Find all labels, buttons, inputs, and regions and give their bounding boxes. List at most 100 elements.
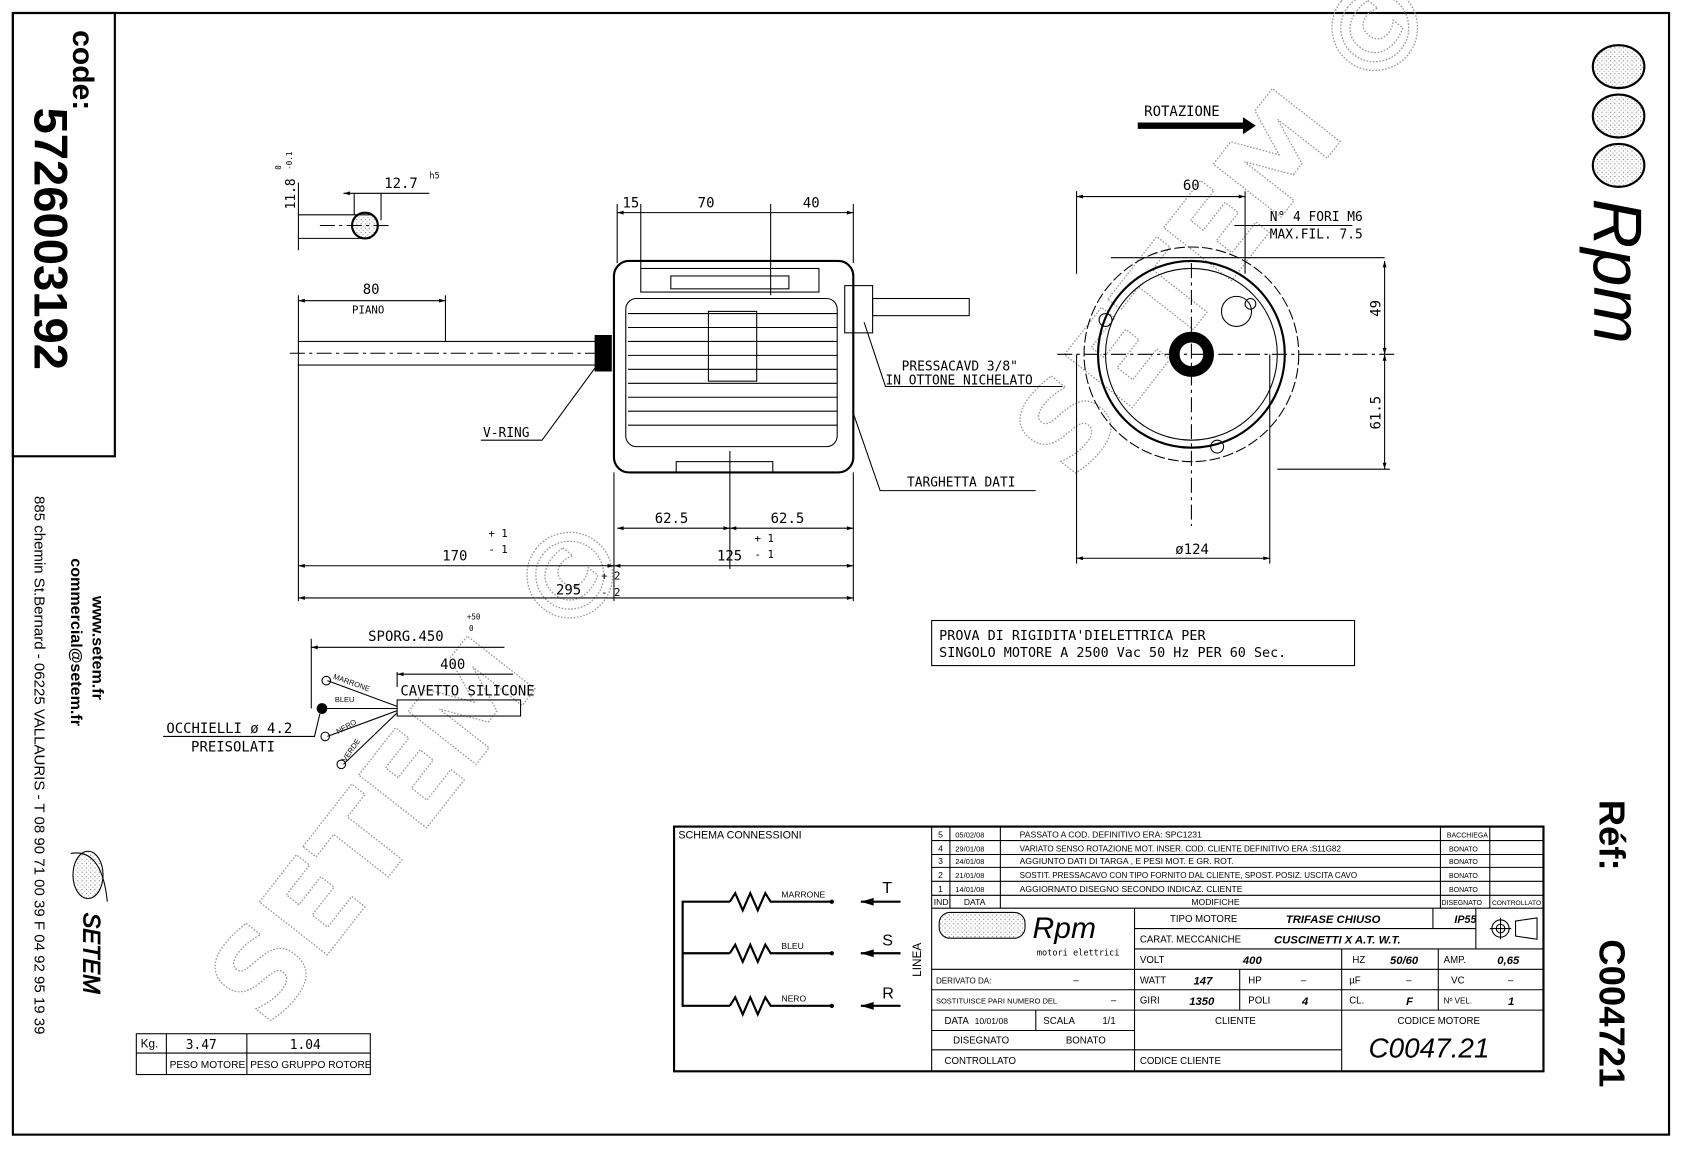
svg-text:ø124: ø124 xyxy=(1175,542,1209,558)
svg-text:1: 1 xyxy=(1508,996,1514,1008)
motor-code: C0047.21 xyxy=(1369,1032,1490,1063)
svg-text:- 1: - 1 xyxy=(755,548,774,561)
drawing-border xyxy=(11,11,1671,1136)
svg-text:SETEM ©: SETEM © xyxy=(182,487,662,1047)
svg-text:12.7: 12.7 xyxy=(384,176,418,192)
code-box: code: 5726003192 xyxy=(11,11,116,458)
svg-text:SCALA: SCALA xyxy=(1043,1016,1075,1027)
svg-text:1350: 1350 xyxy=(1189,996,1215,1008)
reference: Réf: C004721 xyxy=(1591,800,1632,1088)
contact-info: www.setem.fr commercial@setem.fr 885 che… xyxy=(30,496,108,1034)
svg-text:BLEU: BLEU xyxy=(781,941,803,951)
svg-text:CLIENTE: CLIENTE xyxy=(1215,1016,1256,1027)
svg-text:motori elettrici: motori elettrici xyxy=(1037,948,1120,958)
shaft-detail: 12.7 h5 11.8 0 -0.1 xyxy=(274,152,440,251)
website-link[interactable]: www.setem.fr xyxy=(88,595,106,701)
v-ring xyxy=(594,334,612,372)
svg-text:49: 49 xyxy=(1368,300,1384,317)
svg-text:DATA: DATA xyxy=(964,897,986,907)
svg-text:DATA: DATA xyxy=(945,1016,970,1027)
code-number: 5726003192 xyxy=(23,107,76,370)
svg-text:DERIVATO DA:: DERIVATO DA: xyxy=(936,976,991,985)
svg-text:3: 3 xyxy=(938,856,943,866)
rotation-arrow-icon xyxy=(1137,117,1256,135)
svg-text:IND: IND xyxy=(934,897,949,907)
svg-text:N° 4 FORI M6: N° 4 FORI M6 xyxy=(1270,210,1363,225)
svg-text:VARIATO SENSO ROTAZIONE MOT. I: VARIATO SENSO ROTAZIONE MOT. INSER. COD.… xyxy=(1020,844,1342,853)
svg-text:SINGOLO MOTORE A 2500 Vac 50 H: SINGOLO MOTORE A 2500 Vac 50 Hz PER 60 S… xyxy=(939,646,1286,661)
svg-text:Nº VEL.: Nº VEL. xyxy=(1444,997,1472,1006)
svg-text:- 1: - 1 xyxy=(488,543,507,556)
svg-text:NERO: NERO xyxy=(781,994,806,1004)
svg-text:S: S xyxy=(882,932,893,950)
svg-text:MARRONE: MARRONE xyxy=(332,672,371,694)
svg-text:400: 400 xyxy=(1242,955,1263,967)
code-label: code: xyxy=(66,30,99,110)
svg-text:MARRONE: MARRONE xyxy=(781,889,825,899)
svg-text:IN OTTONE NICHELATO: IN OTTONE NICHELATO xyxy=(886,373,1034,388)
svg-text:PROVA DI RIGIDITA'DIELETTRICA: PROVA DI RIGIDITA'DIELETTRICA PER xyxy=(939,629,1206,644)
svg-text:Kg.: Kg. xyxy=(141,1037,159,1051)
svg-text:R: R xyxy=(882,984,894,1002)
svg-text:T: T xyxy=(882,879,892,897)
motor-side-view: 15 70 40 80 PIANO V-RING PRESSACAVD 3/8"… xyxy=(289,195,1063,602)
svg-text:PIANO: PIANO xyxy=(352,304,384,317)
svg-text:40: 40 xyxy=(803,195,820,211)
svg-text:29/01/08: 29/01/08 xyxy=(955,844,984,853)
svg-text:V-RING: V-RING xyxy=(483,426,530,441)
svg-text:4: 4 xyxy=(938,843,943,853)
svg-text:CAVETTO SILICONE: CAVETTO SILICONE xyxy=(400,684,534,700)
svg-text:BONATO: BONATO xyxy=(1449,887,1478,894)
svg-text:CONTROLLATO: CONTROLLATO xyxy=(1492,900,1541,907)
svg-text:+ 1: + 1 xyxy=(488,527,507,540)
svg-text:PREISOLATI: PREISOLATI xyxy=(191,739,275,755)
svg-text:WATT: WATT xyxy=(1140,975,1166,986)
svg-text:CL.: CL. xyxy=(1349,996,1364,1007)
svg-text:0,65: 0,65 xyxy=(1497,955,1520,967)
svg-text:2: 2 xyxy=(938,870,943,880)
svg-text:–: – xyxy=(1301,975,1307,986)
svg-text:+ 1: + 1 xyxy=(755,532,774,545)
svg-text:–: – xyxy=(1073,975,1079,986)
svg-text:VOLT: VOLT xyxy=(1140,955,1165,966)
svg-text:SETEM: SETEM xyxy=(78,912,104,994)
svg-text:IP55: IP55 xyxy=(1454,914,1477,926)
revision-table xyxy=(931,826,1544,909)
svg-text:BONATO: BONATO xyxy=(1449,846,1478,853)
svg-text:CODICE MOTORE: CODICE MOTORE xyxy=(1397,1016,1480,1027)
svg-text:BONATO: BONATO xyxy=(1066,1035,1106,1046)
svg-text:400: 400 xyxy=(440,657,465,673)
ref-label: Réf: xyxy=(1591,800,1632,871)
svg-text:05/02/08: 05/02/08 xyxy=(955,830,984,839)
cable-detail: SPORG.450 +50 0 400 CAVETTO SILICONE MAR… xyxy=(163,612,535,770)
svg-text:TARGHETTA DATI: TARGHETTA DATI xyxy=(907,475,1016,490)
svg-text:+ 2: + 2 xyxy=(601,570,620,583)
rpm-logo: Rpm xyxy=(1579,44,1656,344)
svg-text:1.04: 1.04 xyxy=(290,1038,321,1053)
svg-text:10/01/08: 10/01/08 xyxy=(975,1016,1009,1026)
svg-text:MAX.FIL. 7.5: MAX.FIL. 7.5 xyxy=(1270,227,1363,242)
svg-text:LINEA: LINEA xyxy=(910,943,924,977)
svg-text:60: 60 xyxy=(1183,178,1200,194)
svg-text:3.47: 3.47 xyxy=(186,1038,217,1053)
email-link[interactable]: commercial@setem.fr xyxy=(67,558,85,727)
svg-text:125: 125 xyxy=(717,548,742,564)
svg-text:OCCHIELLI ø 4.2: OCCHIELLI ø 4.2 xyxy=(166,721,292,737)
svg-text:61.5: 61.5 xyxy=(1368,396,1384,430)
svg-text:ROTAZIONE: ROTAZIONE xyxy=(1144,104,1220,120)
connection-schema: SCHEMA CONNESSIONI MARRONE BLEU NERO T S… xyxy=(678,829,924,1018)
svg-text:1: 1 xyxy=(938,884,943,894)
svg-text:+50: +50 xyxy=(467,612,481,621)
svg-text:- 2: - 2 xyxy=(601,586,620,599)
svg-text:24/01/08: 24/01/08 xyxy=(955,857,984,866)
svg-text:F: F xyxy=(1406,996,1414,1008)
svg-text:50/60: 50/60 xyxy=(1390,955,1419,967)
svg-text:VC: VC xyxy=(1451,975,1464,986)
svg-text:–: – xyxy=(1508,975,1514,986)
setem-logo: SETEM xyxy=(70,850,108,995)
svg-text:BONATO: BONATO xyxy=(1449,859,1478,866)
svg-text:POLI: POLI xyxy=(1248,996,1270,1007)
svg-text:5: 5 xyxy=(938,829,943,839)
svg-text:147: 147 xyxy=(1194,975,1214,987)
